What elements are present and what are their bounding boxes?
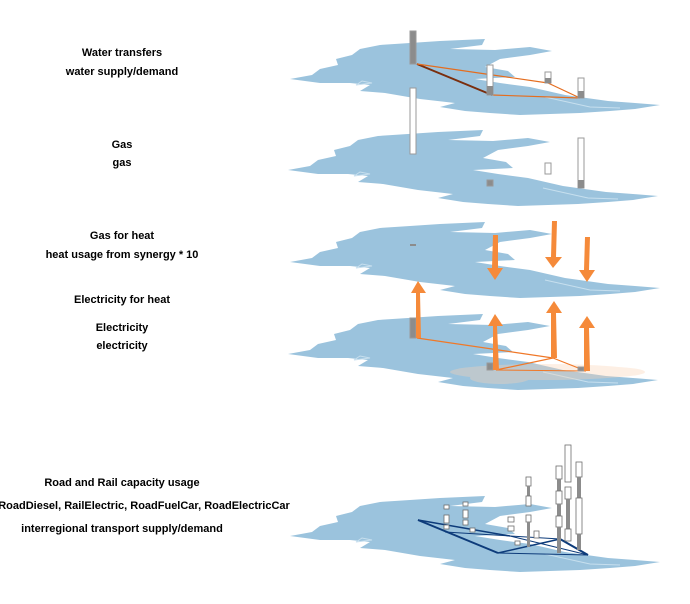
gas-heat-arrows xyxy=(410,221,595,282)
transport-layer-subtitle2: interregional transport supply/demand xyxy=(21,523,223,535)
transport-layer-subtitle: RoadDiesel, RailElectric, RoadFuelCar, R… xyxy=(0,500,290,512)
transport-layer-title: Road and Rail capacity usage xyxy=(44,477,200,489)
electricity-layer-title: Electricity xyxy=(95,322,149,334)
electricity-heat-layer-title: Electricity for heat xyxy=(74,294,170,306)
electricity-flows xyxy=(409,317,587,372)
water-map-layer xyxy=(289,38,661,116)
gas-bars xyxy=(409,87,585,189)
gas-map-layer xyxy=(287,129,659,207)
gas-layer-subtitle: gas xyxy=(112,157,132,169)
gas-heat-map-layer xyxy=(289,221,661,299)
gas-heat-layer-title: Gas for heat xyxy=(89,230,155,242)
water-layer-title: Water transfers xyxy=(81,47,163,59)
transport-bars xyxy=(443,444,583,553)
electricity-heat-arrows xyxy=(411,281,595,371)
water-flows xyxy=(409,30,585,99)
gas-layer-title: Gas xyxy=(111,139,133,151)
gas-heat-layer-subtitle: heat usage from synergy * 10 xyxy=(45,249,199,261)
electricity-layer-subtitle: electricity xyxy=(96,340,148,352)
water-layer-subtitle: water supply/demand xyxy=(65,66,179,78)
